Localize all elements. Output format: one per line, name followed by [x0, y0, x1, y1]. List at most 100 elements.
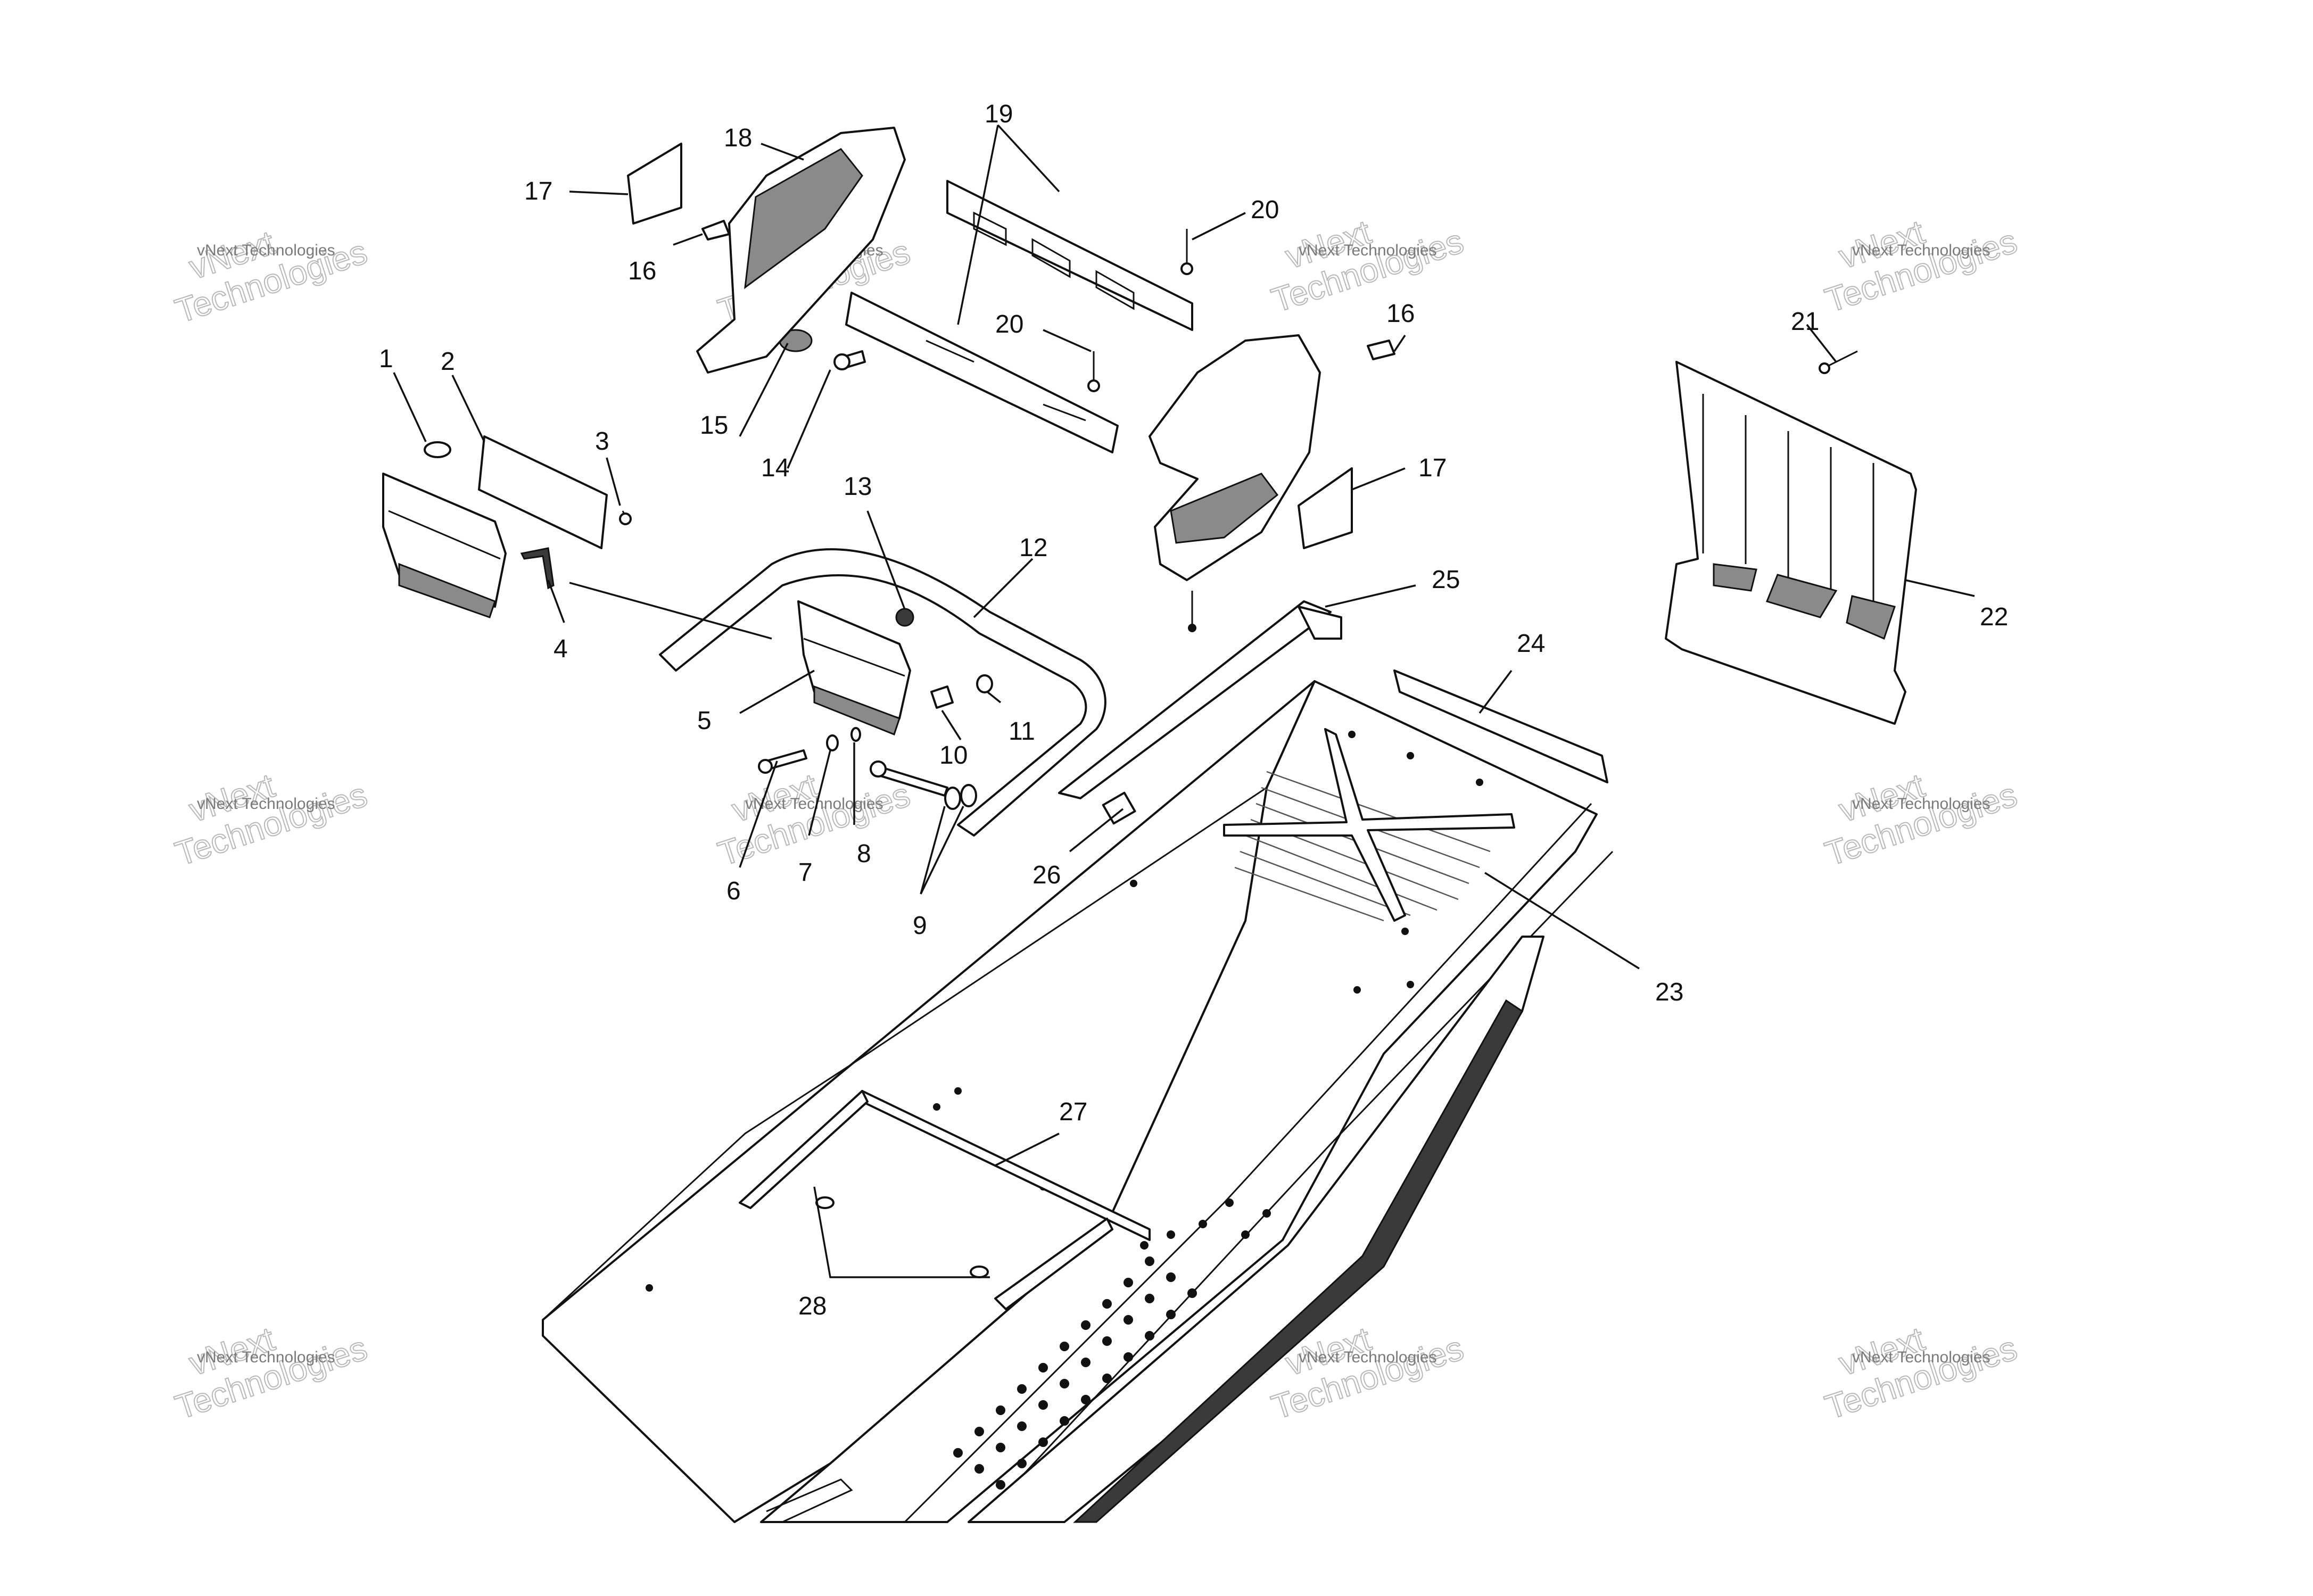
tunnel-x-brace	[1223, 728, 1515, 922]
callout-1: 1	[379, 345, 393, 373]
callout-12: 12	[1019, 534, 1047, 562]
rack-supports	[845, 180, 1193, 453]
rear-frame	[739, 1090, 1151, 1310]
tunnel-hole	[1401, 928, 1409, 935]
rivet-21-head	[1819, 362, 1830, 374]
callout-23: 23	[1655, 978, 1683, 1006]
rack-rail-upper	[946, 180, 1193, 331]
watermark-text: vNext Technologies	[1852, 242, 1990, 259]
rivet-21	[1825, 350, 1858, 368]
callout-9: 9	[913, 912, 927, 940]
snow-flap-body	[1665, 361, 1917, 725]
taillight-base	[813, 685, 901, 735]
bolt-6-head	[758, 759, 773, 774]
callout-labels: 1 2 3 4 5 6 7 8 9 10 11 12 13 14 15 16 1…	[379, 100, 2008, 1320]
rack-rail-upper-window	[1031, 238, 1071, 278]
side-panel-right	[1149, 334, 1321, 581]
snow-flap-cutout	[1765, 574, 1838, 618]
callout-17-left: 17	[524, 177, 552, 205]
callout-2: 2	[441, 348, 455, 376]
callout-16-right: 16	[1386, 300, 1415, 328]
tunnel-hole	[954, 1087, 962, 1095]
tunnel-hole	[1407, 752, 1414, 759]
brace-end	[1298, 606, 1342, 640]
washer-9a	[944, 787, 961, 810]
tunnel-hole	[1130, 880, 1137, 887]
bolt-9-head	[870, 760, 887, 778]
taillight-lens	[803, 638, 905, 677]
snow-flap-cutout	[1713, 563, 1757, 592]
watermark-text: vNext Technologies	[1852, 795, 1990, 813]
tunnel-hole	[1348, 731, 1356, 738]
callout-13: 13	[844, 473, 872, 501]
brace-25-26	[1058, 591, 1342, 825]
rivet-16-left	[701, 220, 730, 241]
rear-frame-hole	[970, 1266, 989, 1278]
callout-18: 18	[724, 124, 752, 152]
callout-14: 14	[761, 454, 789, 482]
bolt-head	[1188, 624, 1196, 632]
callout-22: 22	[1980, 603, 2008, 631]
nut-8	[850, 727, 861, 742]
callout-8: 8	[857, 840, 871, 868]
callout-24: 24	[1517, 630, 1545, 658]
watermark-text: vNext Technologies	[745, 795, 883, 813]
tunnel-edge	[542, 787, 1267, 1321]
bolt-20-upper-head	[1180, 262, 1193, 275]
rack-rail-upper-window	[973, 211, 1007, 246]
rivet-16-right	[1367, 340, 1395, 360]
hex-key-4	[520, 547, 555, 590]
callout-28: 28	[798, 1292, 827, 1320]
watermark-text: vNext Technologies	[197, 795, 335, 813]
taillight-lens-line	[388, 510, 501, 560]
callout-16-left: 16	[628, 257, 656, 285]
callout-6: 6	[726, 877, 741, 905]
cap-11	[976, 674, 993, 693]
rear-side-rail-right	[994, 1218, 1113, 1310]
tunnel-hole	[1476, 779, 1483, 786]
callout-20-upper: 20	[1251, 196, 1279, 224]
washer-9b	[960, 784, 977, 807]
rack-rail-lower-slot	[926, 340, 974, 363]
bolt-20-lower-head	[1087, 379, 1100, 392]
snow-flap	[1665, 361, 1917, 725]
taillight-base-large	[398, 563, 496, 618]
tunnel-hole	[646, 1284, 653, 1292]
screw-14-head	[833, 353, 850, 370]
callout-7: 7	[798, 858, 813, 887]
tunnel-slot	[766, 1478, 853, 1523]
brace-rail	[1058, 600, 1332, 799]
rear-side-rail-left	[739, 1090, 869, 1209]
tunnel-assembly	[542, 680, 1614, 1523]
spacer-10	[930, 685, 954, 709]
callout-21: 21	[1791, 308, 1819, 336]
callout-5: 5	[697, 707, 712, 735]
mount-bracket-24	[1393, 669, 1608, 783]
callout-3: 3	[595, 427, 609, 456]
rack-rail-lower	[845, 292, 1119, 453]
reflector-17-right	[1298, 467, 1353, 549]
washer-7	[826, 734, 839, 751]
brace-clip	[1102, 791, 1136, 825]
tunnel-hole	[1407, 981, 1414, 988]
grommet-13	[895, 608, 914, 627]
taillight-mounted	[797, 600, 911, 735]
tunnel-perforations	[953, 1198, 1271, 1490]
tunnel-hole	[933, 1103, 940, 1111]
reflector-17-left	[627, 143, 682, 225]
callout-4: 4	[554, 635, 568, 663]
callout-20-lower: 20	[995, 310, 1023, 338]
rear-frame-hole	[815, 1196, 835, 1209]
watermark-text: vNext Technologies	[1299, 1349, 1437, 1366]
callout-27: 27	[1059, 1098, 1087, 1126]
callout-10: 10	[939, 741, 968, 770]
rear-grab-handle	[659, 548, 1106, 837]
running-board-tread	[1073, 999, 1523, 1523]
callout-17-right: 17	[1418, 454, 1447, 482]
watermark-text: vNext Technologies	[1852, 1349, 1990, 1366]
snow-flap-cutout	[1846, 595, 1896, 640]
hardware	[758, 329, 993, 810]
callout-11: 11	[1009, 717, 1035, 746]
tunnel-edge	[904, 803, 1592, 1523]
